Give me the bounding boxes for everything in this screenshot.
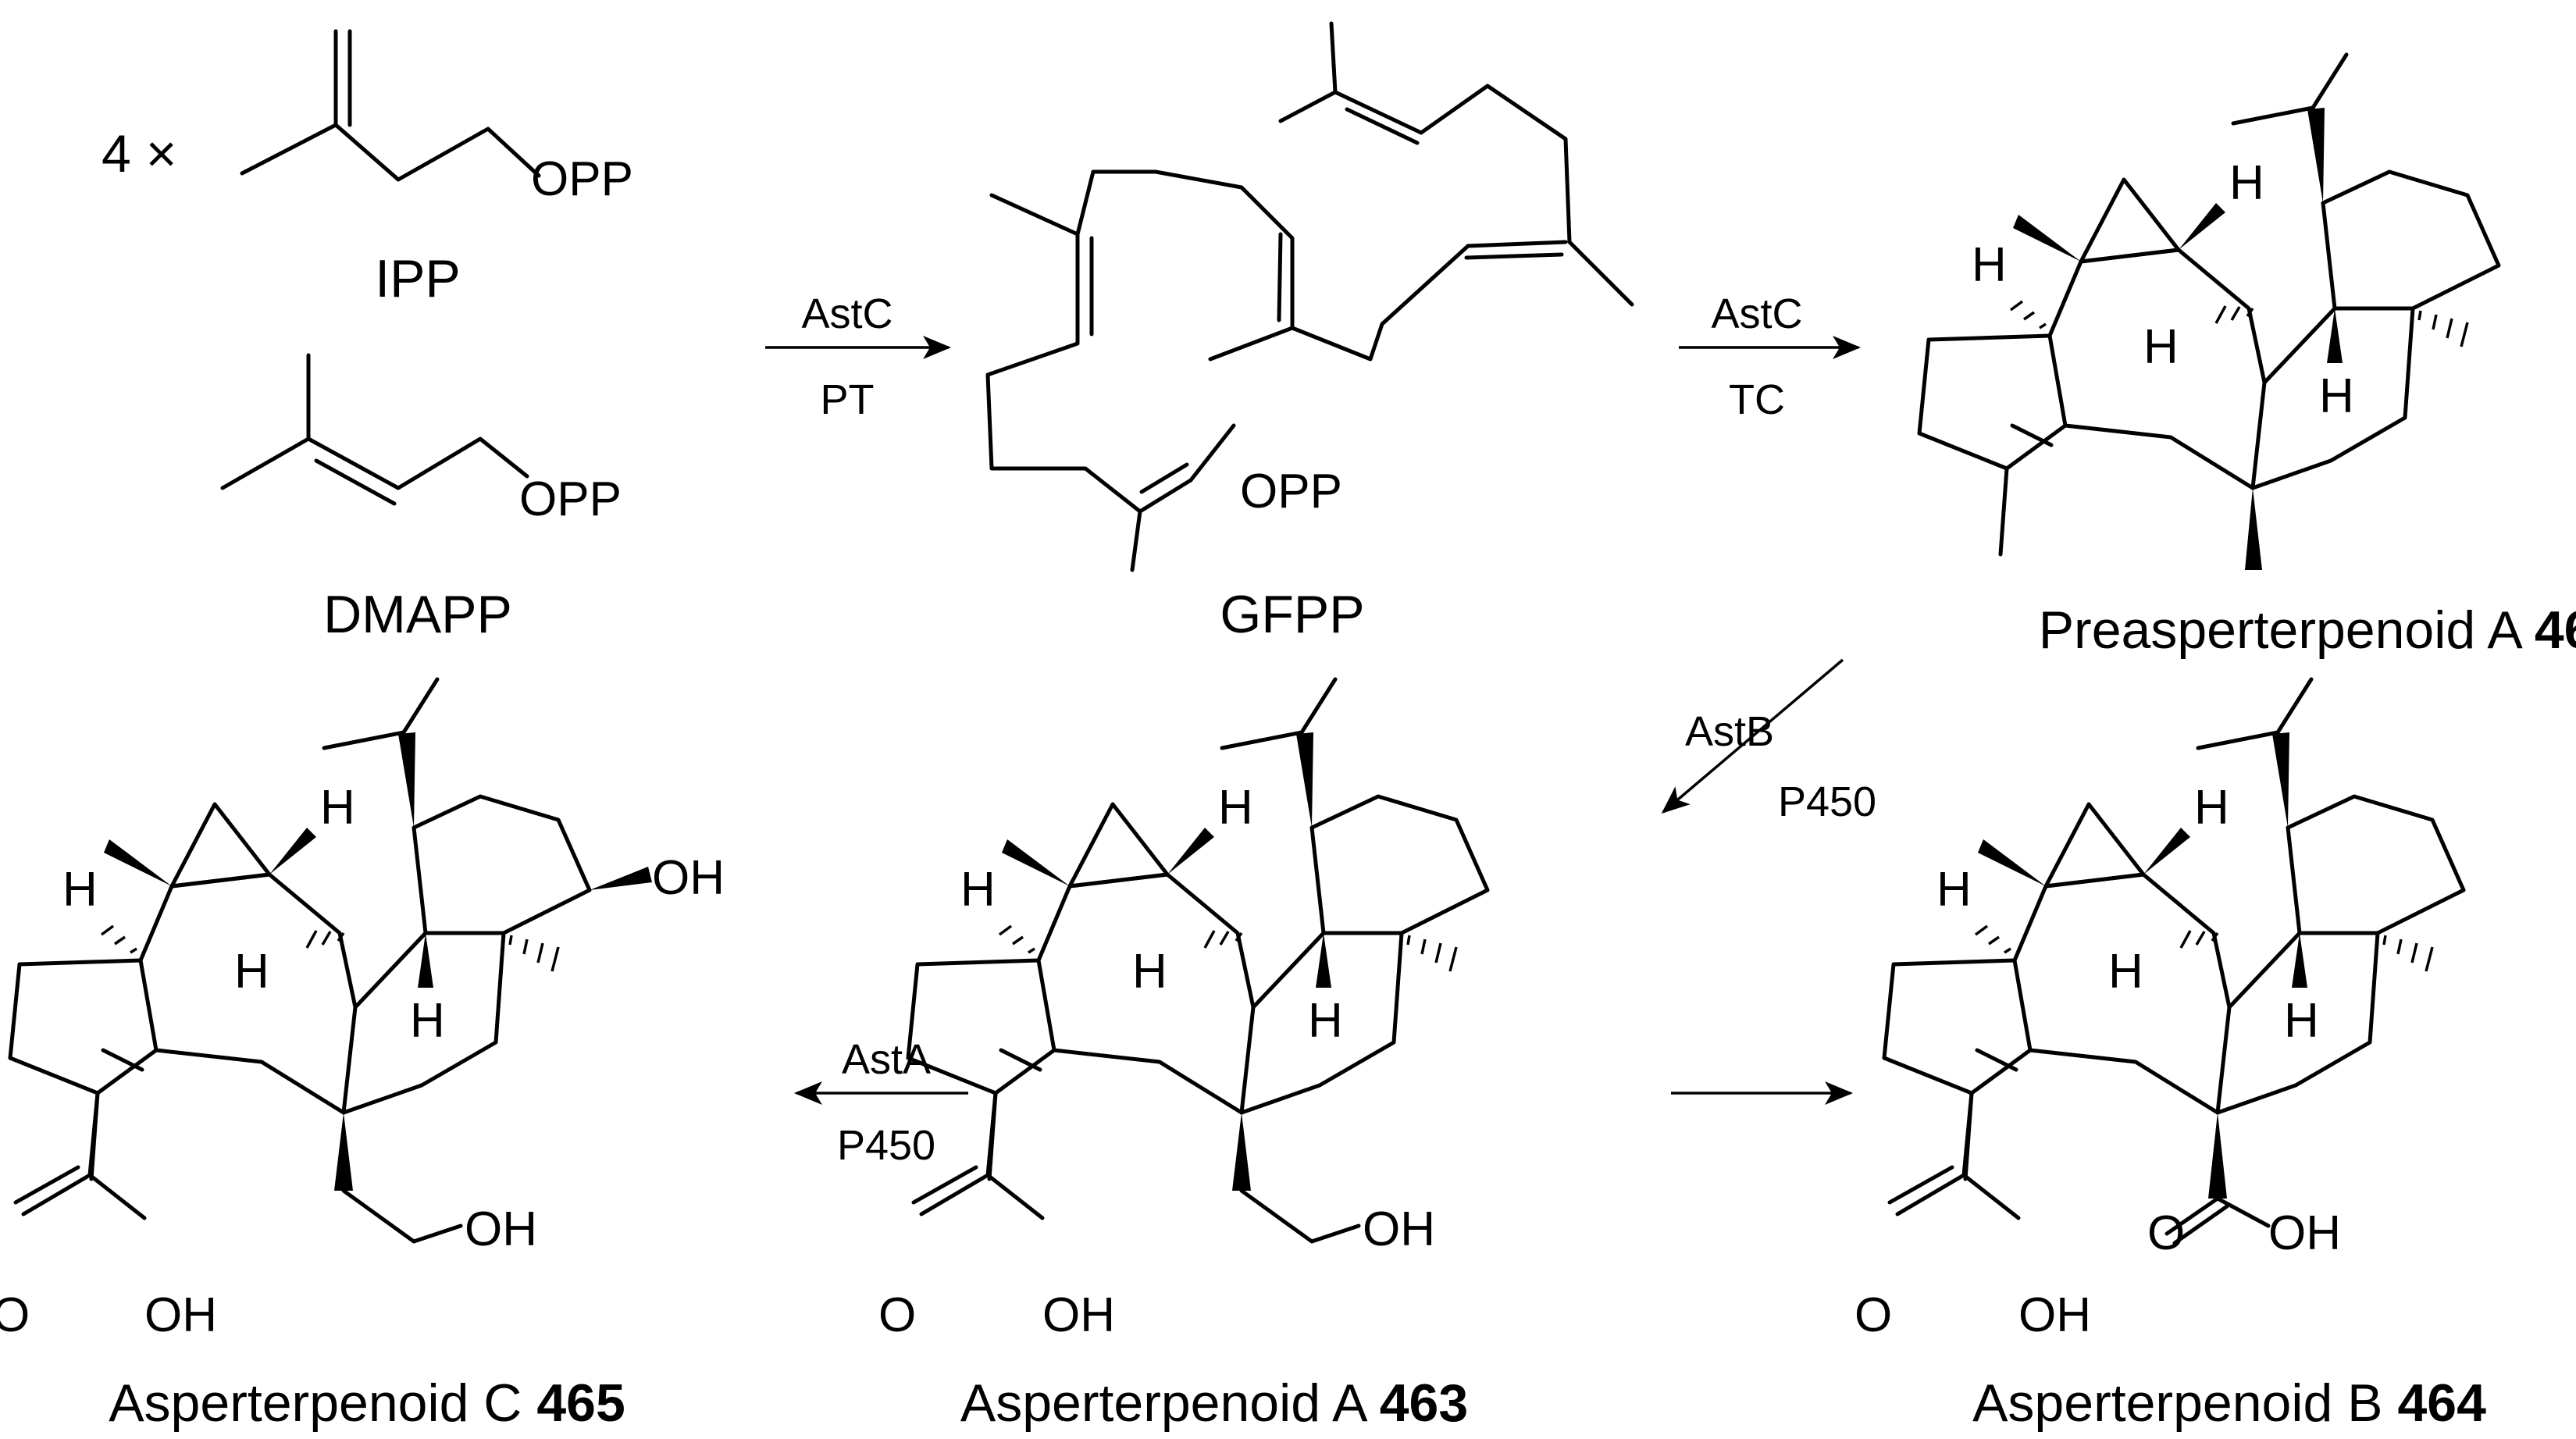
c464-oh-lower: OH (2018, 1288, 2091, 1342)
gfpp-name: GFPP (1220, 585, 1364, 644)
ipp-opp-label: OPP (531, 152, 633, 206)
c465-ch2oh: OH (465, 1202, 537, 1256)
c464-label: Asperterpenoid B 464 (1972, 1373, 2486, 1433)
c462-h-right: H (2319, 369, 2354, 423)
ipp-name: IPP (375, 249, 461, 308)
arrow-pt: AstC PT (765, 290, 951, 423)
c464-h-left: H (1936, 863, 1972, 917)
compound-465-structure: H H H H OH OH O OH Asperterpenoid C 465 (0, 679, 725, 1433)
c465-name: Asperterpenoid C (109, 1373, 522, 1433)
c465-h-right: H (410, 994, 445, 1048)
arrow-pt-type: PT (820, 376, 874, 423)
compound-464-structure: H H H H O OH O OH Asperterpenoid B 464 (1855, 679, 2486, 1433)
c465-h-center: H (234, 945, 269, 999)
arrow-tc-type: TC (1729, 376, 1785, 423)
c464-o-lower: O (1855, 1288, 1892, 1342)
c463-number: 463 (1380, 1373, 1468, 1433)
compound-463-structure: H H H H OH O OH Asperterpenoid A 463 (878, 679, 1488, 1433)
arrow-asta-type: P450 (837, 1122, 935, 1169)
c463-cooh: OH (1042, 1288, 1115, 1342)
c462-name: Preasperterpenoid A (2039, 600, 2524, 660)
gfpp-opp-label: OPP (1240, 465, 1342, 518)
dmapp-opp-label: OPP (519, 472, 622, 526)
c463-h-center: H (1132, 945, 1167, 999)
c465-cooh: OH (144, 1288, 217, 1342)
arrow-asta: AstA P450 (794, 1036, 968, 1169)
c462-h-left: H (1972, 238, 2007, 292)
c465-label: Asperterpenoid C 465 (109, 1373, 625, 1433)
c464-h-right: H (2284, 994, 2319, 1048)
c462-h-center: H (2143, 320, 2179, 374)
arrow-tc: AstC TC (1679, 290, 1861, 423)
c465-o: O (0, 1288, 30, 1342)
c463-label: Asperterpenoid A 463 (960, 1373, 1468, 1433)
c463-o: O (878, 1288, 916, 1342)
ipp-multiplier: 4 × (102, 124, 176, 183)
c462-label: Preasperterpenoid A 462 (2039, 600, 2576, 660)
c462-h-top: H (2229, 156, 2264, 210)
c464-name: Asperterpenoid B (1972, 1373, 2382, 1433)
c464-h-top: H (2194, 781, 2229, 835)
arrow-astb-enzyme: AstB (1685, 708, 1774, 755)
c465-number: 465 (536, 1373, 625, 1433)
compound-462-structure: H H H H Preasperterpenoid A 462 (1919, 55, 2576, 660)
arrow-pt-enzyme: AstC (801, 290, 893, 337)
arrow-astb: AstB P450 (1661, 658, 1876, 825)
c463-oh: OH (1363, 1202, 1435, 1256)
c464-oh-upper: OH (2268, 1206, 2341, 1260)
c462-number: 462 (2535, 600, 2576, 660)
c464-number: 464 (2397, 1373, 2486, 1433)
c465-h-left: H (62, 863, 98, 917)
c463-h-right: H (1308, 994, 1343, 1048)
c463-name: Asperterpenoid A (960, 1373, 1368, 1433)
gfpp-structure: OPP GFPP (985, 21, 1634, 644)
ipp-structure: OPP 4 × IPP (102, 29, 633, 308)
dmapp-structure: OPP DMAPP (220, 353, 622, 644)
arrow-asta-enzyme: AstA (842, 1036, 931, 1083)
c464-o-upper: O (2147, 1206, 2185, 1260)
dmapp-name: DMAPP (323, 585, 512, 644)
c465-h-top: H (320, 781, 355, 835)
c465-ring-oh: OH (652, 851, 725, 905)
arrow-tc-enzyme: AstC (1711, 290, 1802, 337)
c463-h-left: H (960, 863, 996, 917)
c463-h-top: H (1218, 781, 1253, 835)
arrow-astb-type: P450 (1778, 778, 1876, 825)
c464-h-center: H (2108, 945, 2143, 999)
